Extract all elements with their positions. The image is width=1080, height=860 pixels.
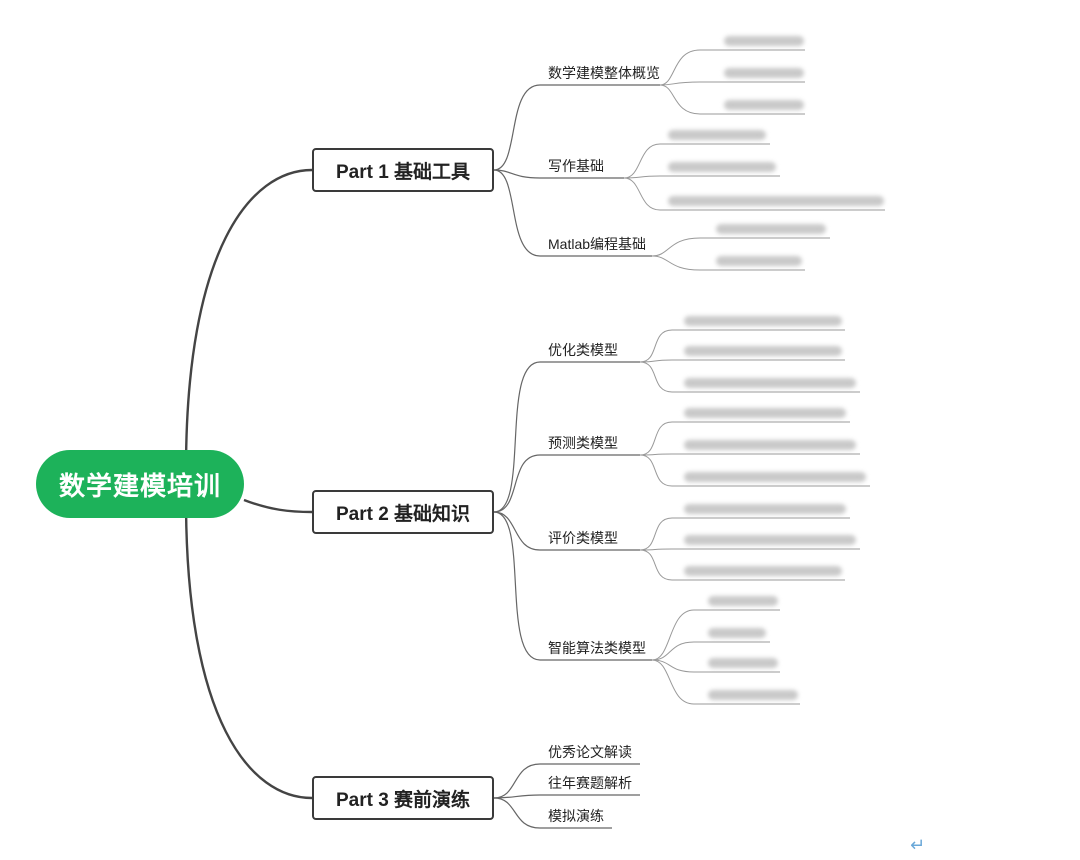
blurred-leaf <box>668 196 884 206</box>
blurred-leaf <box>684 408 846 418</box>
link-p2t4-leaf1 <box>651 609 780 661</box>
blurred-leaf <box>684 472 866 482</box>
blurred-leaf <box>724 100 804 110</box>
blurred-leaf <box>684 535 856 545</box>
blurred-leaf <box>724 68 804 78</box>
link-part1-topic3 <box>493 169 652 257</box>
topic-part3-2: 往年赛题解析 <box>548 775 632 791</box>
link-root-part3 <box>184 499 313 800</box>
link-t2-leaf1 <box>623 143 770 179</box>
return-mark-icon: ↵ <box>910 835 926 855</box>
link-p2t3-leaf3 <box>639 549 845 581</box>
topic-part1-1: 数学建模整体概览 <box>548 65 660 81</box>
part-node-1: Part 1 基础工具 <box>312 148 494 192</box>
link-part1-topic1 <box>493 84 660 171</box>
blurred-leaf <box>684 440 856 450</box>
blurred-leaf <box>684 566 842 576</box>
blurred-leaf <box>684 346 842 356</box>
blurred-leaf <box>716 256 802 266</box>
link-root-part2 <box>243 498 313 514</box>
link-part3-topic3 <box>493 797 612 829</box>
topic-part2-1: 优化类模型 <box>548 342 618 358</box>
link-p2t2-leaf3 <box>639 454 870 487</box>
link-p2t1-leaf2 <box>639 359 845 363</box>
blurred-leaf <box>716 224 826 234</box>
link-p2t3-leaf1 <box>639 517 850 551</box>
blurred-leaf <box>668 162 776 172</box>
part-node-2: Part 2 基础知识 <box>312 490 494 534</box>
link-t3-leaf1 <box>651 237 830 257</box>
link-part3-topic2 <box>493 794 640 799</box>
link-p2t4-leaf3 <box>651 659 780 673</box>
link-p2t2-leaf1 <box>639 421 850 456</box>
blurred-leaf <box>668 130 766 140</box>
topic-part2-3: 评价类模型 <box>548 530 618 546</box>
link-part2-topic4 <box>493 511 652 661</box>
topic-part1-3: Matlab编程基础 <box>548 236 647 252</box>
blurred-leaf <box>684 378 856 388</box>
topic-part1-2: 写作基础 <box>548 158 604 174</box>
topic-part3-1: 优秀论文解读 <box>548 744 632 760</box>
blurred-leaf <box>684 504 846 514</box>
topic-part2-2: 预测类模型 <box>548 435 618 451</box>
link-part2-topic1 <box>493 361 640 513</box>
link-part2-topic2 <box>493 454 640 513</box>
topic-part2-4: 智能算法类模型 <box>548 640 646 656</box>
link-p2t4-leaf2 <box>651 641 770 661</box>
link-t3-leaf2 <box>651 255 805 271</box>
link-t1-leaf2 <box>659 81 805 86</box>
link-t2-leaf3 <box>623 177 885 211</box>
link-p2t4-leaf4 <box>651 659 800 705</box>
link-p2t2-leaf2 <box>639 453 860 456</box>
link-t1-leaf3 <box>659 84 805 115</box>
root-node: 数学建模培训 <box>36 450 244 518</box>
topic-part3-3: 模拟演练 <box>548 808 604 824</box>
blurred-leaf <box>724 36 804 46</box>
link-part2-topic3 <box>493 511 640 551</box>
link-part1-topic2 <box>493 169 624 179</box>
link-t1-leaf1 <box>659 49 805 86</box>
link-p2t1-leaf3 <box>639 361 860 393</box>
blurred-leaf <box>708 690 798 700</box>
link-p2t1-leaf1 <box>639 329 845 363</box>
blurred-leaf <box>708 658 778 668</box>
blurred-leaf <box>684 316 842 326</box>
part-node-3: Part 3 赛前演练 <box>312 776 494 820</box>
link-part3-topic1 <box>493 763 640 799</box>
link-root-part1 <box>184 168 313 471</box>
blurred-leaf <box>708 628 766 638</box>
link-p2t3-leaf2 <box>639 548 860 551</box>
blurred-leaf <box>708 596 778 606</box>
link-t2-leaf2 <box>623 175 780 179</box>
